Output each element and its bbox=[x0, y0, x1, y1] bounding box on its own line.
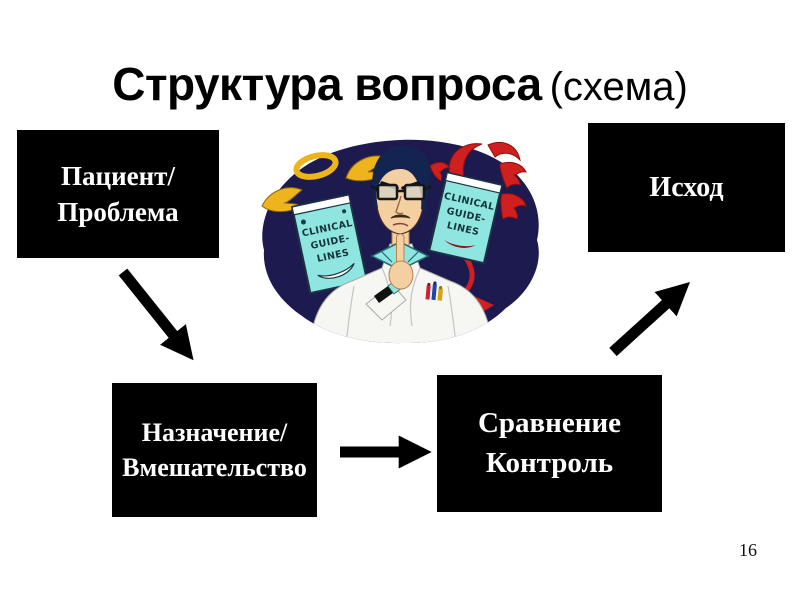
arrow-comparison-to-outcome bbox=[609, 282, 690, 357]
book-dot bbox=[342, 209, 347, 214]
intervention-box-line1: Назначение/ bbox=[141, 417, 288, 447]
outcome-box-line1: Исход bbox=[649, 171, 724, 203]
halo-icon bbox=[293, 152, 339, 180]
patient-problem-box: Пациент/ Проблема bbox=[17, 130, 219, 258]
doctor-hand bbox=[388, 260, 414, 290]
watch-icon bbox=[374, 286, 393, 303]
comparison-box-line2: Контроль bbox=[485, 446, 614, 479]
angel-book: CLINICAL GUIDE- LINES bbox=[290, 193, 369, 295]
page-number: 16 bbox=[739, 540, 757, 560]
book-frown-icon bbox=[444, 239, 476, 248]
patient-box-line2: Проблема bbox=[57, 197, 179, 227]
patient-box-line1: Пациент/ bbox=[61, 160, 175, 191]
doctor-hair bbox=[372, 145, 431, 212]
doctor-mustache bbox=[390, 214, 411, 219]
intervention-box-line2: Вмешательство bbox=[122, 453, 307, 482]
slide-title-suffix: (схема) bbox=[549, 64, 688, 109]
doctor-nose bbox=[395, 195, 404, 215]
glasses-icon bbox=[370, 183, 432, 201]
devil-book: CLINICAL GUIDE- LINES bbox=[428, 171, 504, 265]
doctor-figure bbox=[309, 145, 493, 344]
pocket-pens-icon bbox=[425, 281, 443, 301]
angel-guidelines: CLINICAL GUIDE- LINES bbox=[261, 152, 390, 295]
intervention-box: Назначение/ Вмешательство bbox=[112, 383, 317, 517]
book-dot bbox=[300, 219, 306, 225]
devil-claws-icon bbox=[429, 161, 527, 220]
comparison-box: Сравнение Контроль bbox=[437, 375, 662, 512]
doctor-mouth bbox=[392, 222, 409, 227]
doctor-illustration: CLINICAL GUIDE- LINES bbox=[261, 139, 539, 344]
arrow-patient-to-intervention bbox=[118, 268, 194, 361]
slide-title: Структура вопроса(схема) bbox=[0, 59, 800, 110]
book-smile-icon bbox=[317, 262, 355, 279]
comparison-box-line1: Сравнение bbox=[477, 407, 622, 440]
slide-title-main: Структура вопроса bbox=[112, 57, 542, 110]
outcome-box: Исход bbox=[588, 123, 785, 252]
